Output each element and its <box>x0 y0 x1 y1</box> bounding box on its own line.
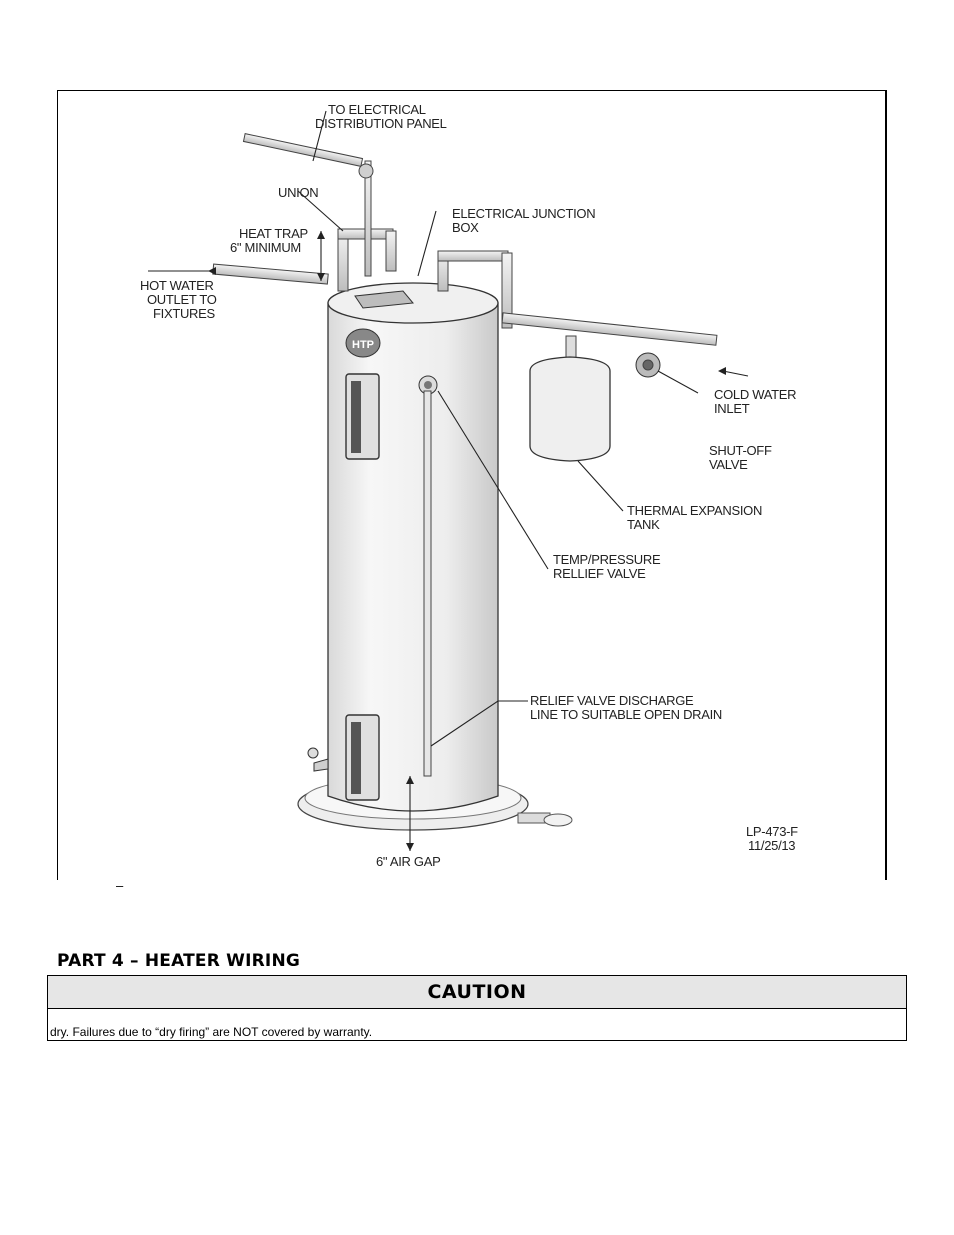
label-air-gap: 6" AIR GAP <box>376 854 440 869</box>
brand-logo: HTP <box>352 339 374 351</box>
caution-title: CAUTION <box>48 976 906 1009</box>
label-hot-water-2: OUTLET TO <box>147 292 217 307</box>
label-heat-trap-2: 6" MINIMUM <box>230 240 301 255</box>
water-heater-tank: HTP <box>307 282 499 812</box>
thermal-expansion-tank <box>529 335 611 462</box>
water-heater-diagram: HTP <box>140 102 798 869</box>
label-junction-1: ELECTRICAL JUNCTION <box>452 206 595 221</box>
label-hot-water-1: HOT WATER <box>140 278 214 293</box>
label-expansion-1: THERMAL EXPANSION <box>627 503 762 518</box>
label-discharge-2: LINE TO SUITABLE OPEN DRAIN <box>530 707 722 722</box>
label-junction-2: BOX <box>452 220 479 235</box>
label-cold-water-2: INLET <box>714 401 750 416</box>
label-shutoff-2: VALVE <box>709 457 748 472</box>
cold-water-piping <box>437 250 718 378</box>
label-tp-valve-1: TEMP/PRESSURE <box>553 552 661 567</box>
label-drawing-date: 11/25/13 <box>748 838 795 853</box>
callout-arrows <box>208 231 726 851</box>
label-shutoff-1: SHUT-OFF <box>709 443 772 458</box>
figure-caption-mark: – <box>116 878 124 893</box>
label-drawing-number: LP-473-F <box>746 824 798 839</box>
label-expansion-2: TANK <box>627 517 660 532</box>
hot-water-piping <box>212 133 397 292</box>
section-heading: PART 4 – HEATER WIRING <box>57 951 301 971</box>
label-cold-water-1: COLD WATER <box>714 387 796 402</box>
label-to-panel-2: DISTRIBUTION PANEL <box>315 116 447 131</box>
caution-box: CAUTION dry. Failures due to “dry firing… <box>47 975 907 1041</box>
label-tp-valve-2: RELLIEF VALVE <box>553 566 646 581</box>
installation-diagram-frame: HTP <box>57 90 887 880</box>
label-heat-trap-1: HEAT TRAP <box>239 226 308 241</box>
label-union: UNION <box>278 185 318 200</box>
diagram-labels: TO ELECTRICAL DISTRIBUTION PANEL UNION H… <box>140 102 798 869</box>
label-discharge-1: RELIEF VALVE DISCHARGE <box>530 693 694 708</box>
callout-lines <box>148 110 749 851</box>
caution-text: dry. Failures due to “dry firing” are NO… <box>50 1025 373 1039</box>
label-to-panel-1: TO ELECTRICAL <box>328 102 426 117</box>
label-hot-water-3: FIXTURES <box>153 306 216 321</box>
